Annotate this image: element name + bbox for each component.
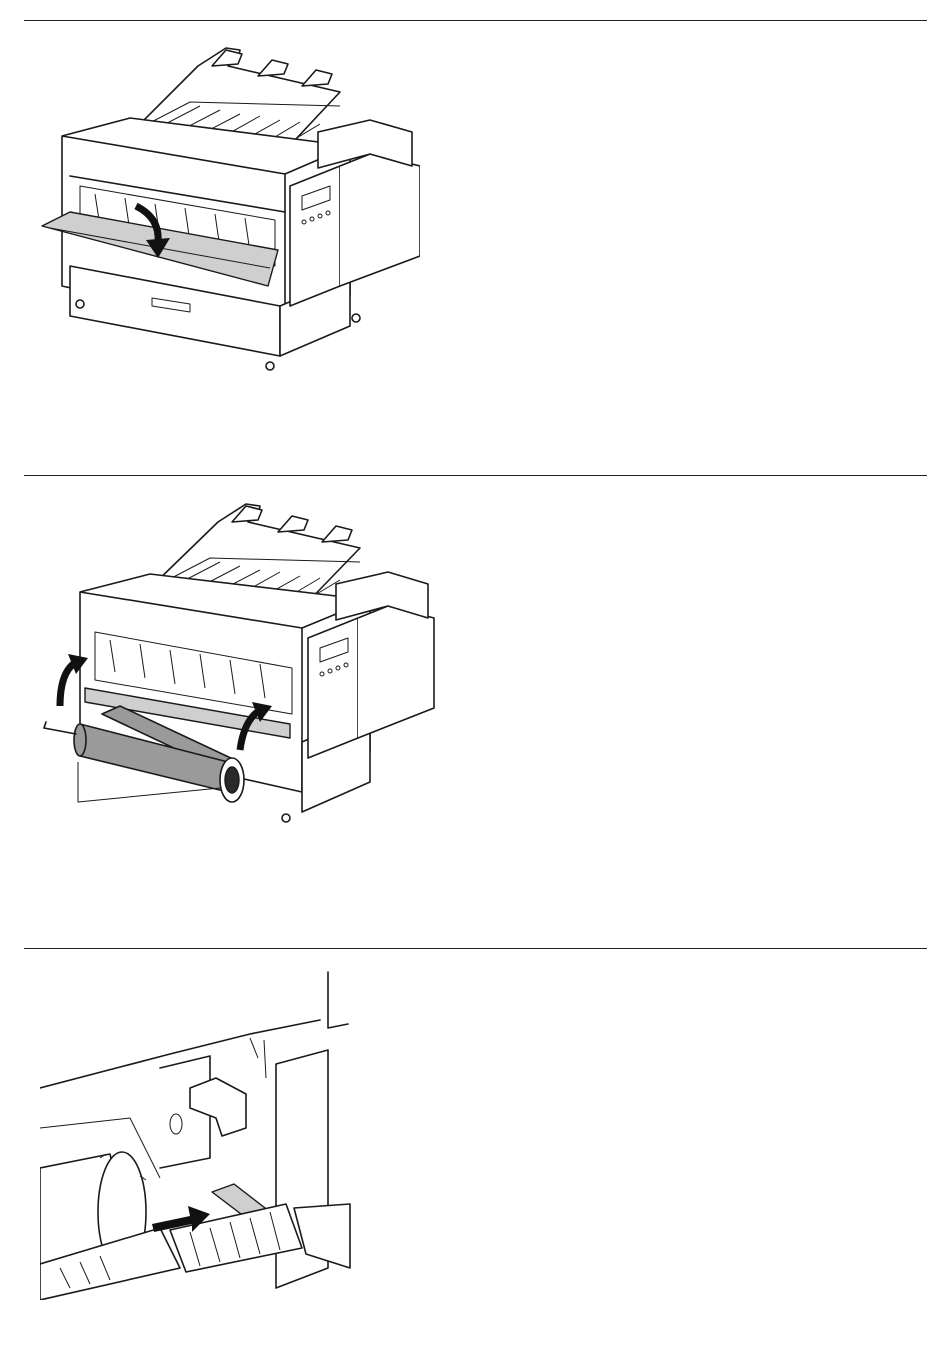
caster [76,300,84,308]
caster [266,362,274,370]
printer-load-roll-holder-illustration [40,492,440,832]
section-divider-2 [24,475,927,476]
section-divider-3 [24,948,927,949]
roll-paper-insert-closeup-illustration [40,968,360,1300]
caster [352,314,360,322]
caster [282,814,290,822]
printer-open-roll-cover-illustration [40,36,420,376]
section-divider-1 [24,20,927,21]
